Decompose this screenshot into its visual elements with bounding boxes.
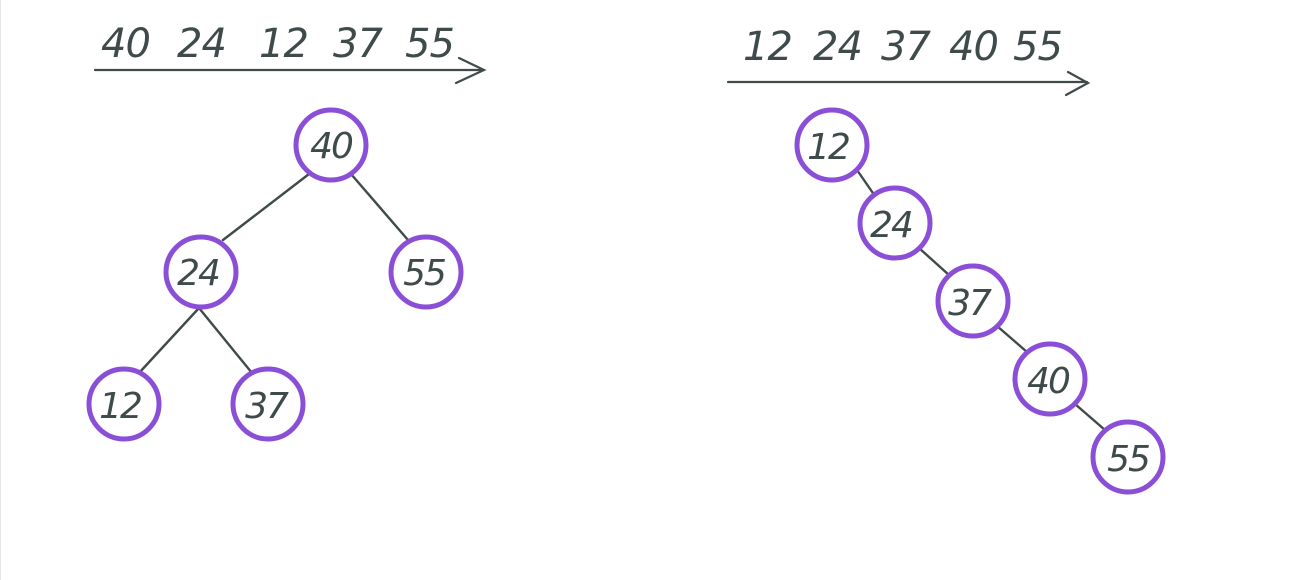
node-label: 24 (870, 205, 912, 246)
node-label: 40 (1027, 361, 1070, 402)
left-order-arrow (93, 56, 487, 85)
tree-edge (137, 306, 201, 375)
left-tree-nodes: 40 24 55 12 37 (86, 107, 464, 442)
node-label: 55 (403, 253, 445, 294)
left-panel: 40 24 12 37 55 40 (86, 21, 487, 442)
tree-node: 37 (935, 263, 1011, 339)
node-label: 40 (310, 126, 353, 167)
node-label: 37 (948, 283, 992, 324)
right-sequence: 12 24 37 40 55 (743, 24, 1063, 70)
left-seq-item: 55 (405, 21, 454, 67)
tree-node: 37 (230, 366, 306, 442)
node-label: 12 (807, 127, 849, 168)
right-seq-item: 55 (1013, 24, 1062, 70)
tree-node: 12 (86, 366, 162, 442)
node-label: 12 (99, 386, 141, 427)
tree-node: 55 (1090, 419, 1166, 495)
tree-edge (995, 324, 1029, 354)
tree-node: 12 (794, 107, 870, 183)
tree-edge (1073, 402, 1107, 432)
node-label: 55 (1107, 439, 1149, 480)
left-sequence: 40 24 12 37 55 (101, 21, 455, 67)
right-tree-edges (855, 168, 1107, 432)
right-seq-item: 24 (813, 24, 862, 70)
tree-edge (855, 168, 877, 198)
node-label: 37 (245, 386, 289, 427)
left-seq-item: 24 (177, 21, 226, 67)
left-seq-item: 12 (259, 21, 308, 67)
tree-edge (221, 172, 311, 242)
tree-node: 24 (857, 185, 933, 261)
tree-node: 55 (388, 234, 464, 310)
tree-edge (917, 246, 951, 277)
right-seq-item: 12 (743, 24, 792, 70)
tree-node: 24 (163, 234, 239, 310)
left-tree-edges (137, 172, 410, 375)
tree-node: 40 (293, 107, 369, 183)
tree-node: 40 (1012, 341, 1088, 417)
tree-edge (349, 172, 410, 242)
left-seq-item: 37 (333, 21, 383, 67)
right-panel: 12 24 37 40 55 12 (726, 24, 1166, 495)
right-order-arrow (726, 70, 1091, 97)
right-seq-item: 40 (949, 24, 998, 70)
right-tree-nodes: 12 24 37 40 55 (794, 107, 1166, 495)
node-label: 24 (177, 253, 219, 294)
tree-edge (197, 306, 254, 375)
right-seq-item: 37 (881, 24, 931, 70)
left-seq-item: 40 (101, 21, 150, 67)
